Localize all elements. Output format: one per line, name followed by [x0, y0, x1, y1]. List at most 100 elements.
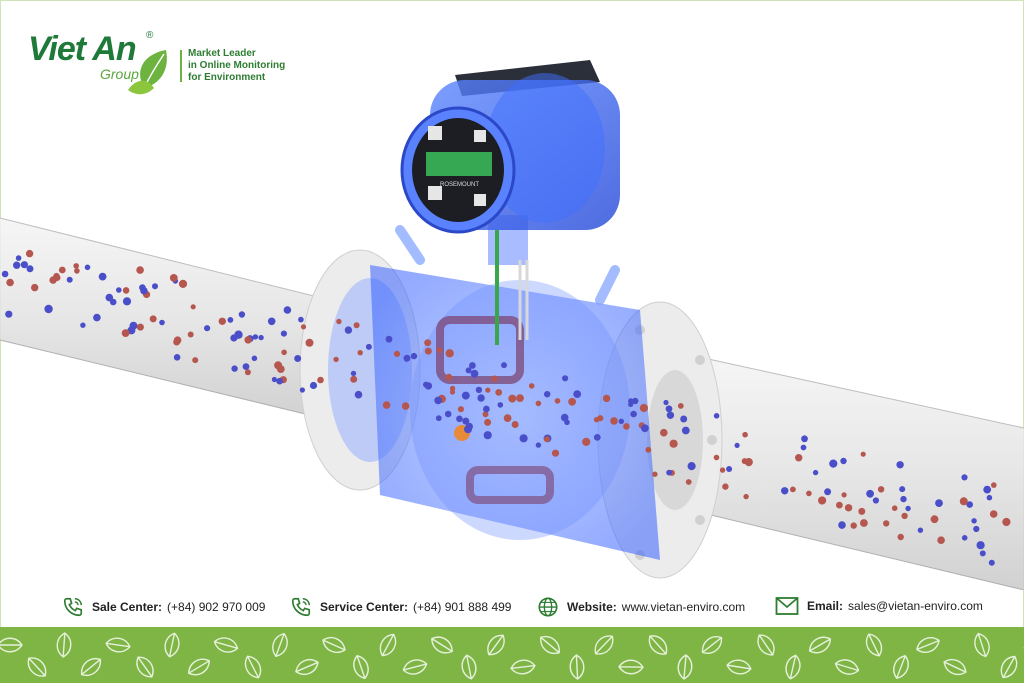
flow-particle: [401, 402, 410, 410]
flow-particle: [501, 362, 507, 369]
leaf-outline: [105, 637, 131, 653]
tagline-line-3: for Environment: [188, 72, 266, 83]
flow-particle: [790, 486, 796, 493]
flow-particle: [632, 397, 639, 405]
flow-particle: [645, 446, 652, 453]
flow-particle: [818, 496, 827, 505]
contact-value: www.vietan-enviro.com: [621, 600, 746, 614]
flow-particle: [901, 512, 908, 520]
flow-particle: [713, 413, 720, 419]
flow-particle: [900, 495, 907, 503]
flow-particle: [483, 431, 492, 440]
flow-particle: [353, 322, 360, 329]
flow-particle: [582, 437, 591, 446]
flow-particle: [300, 324, 307, 330]
flow-particle: [991, 482, 997, 488]
leaf-outline: [0, 637, 23, 653]
tagline: Market Leader in Online Monitoring for E…: [188, 48, 285, 84]
flow-particle: [593, 434, 601, 441]
flow-particle: [544, 436, 550, 443]
flow-particle: [734, 442, 740, 448]
flow-particle: [244, 336, 252, 344]
flow-particle: [1, 270, 9, 278]
leaf-outline: [540, 635, 560, 655]
leaf-outline: [379, 633, 397, 657]
leaf-outline: [785, 654, 801, 680]
contact-website[interactable]: Website: www.vietan-enviro.com: [537, 596, 745, 618]
flow-particle: [800, 444, 807, 451]
flow-particle: [860, 519, 868, 527]
flow-particle: [877, 486, 885, 493]
flow-particle: [491, 375, 498, 382]
flow-particle: [883, 520, 890, 527]
flow-particle: [15, 255, 22, 261]
flow-particle: [497, 402, 504, 408]
flow-particle: [812, 469, 819, 476]
flow-particle: [403, 354, 411, 362]
flow-particle: [122, 287, 130, 294]
leaf-outline: [834, 659, 860, 675]
contact-sale[interactable]: Sale Center: (+84) 902 970 009: [62, 596, 265, 618]
flow-particle: [899, 486, 906, 493]
flow-particle: [305, 338, 314, 347]
flow-particle: [66, 276, 73, 283]
flow-particle: [485, 387, 491, 393]
flow-particle: [281, 349, 287, 356]
flow-particle: [136, 266, 144, 274]
contact-label: Website:: [567, 600, 617, 614]
flow-particle: [666, 411, 675, 419]
flow-particle: [382, 401, 391, 409]
flow-particle: [445, 373, 453, 381]
leaf-outline: [164, 632, 180, 658]
flow-particle: [475, 386, 483, 394]
flow-particle: [593, 417, 600, 423]
flow-particle: [508, 394, 517, 403]
flow-particle: [271, 376, 277, 383]
flow-particle: [317, 376, 324, 384]
flow-particle: [354, 390, 363, 399]
flow-particle: [959, 497, 968, 506]
flow-particle: [5, 310, 13, 318]
flow-particle: [252, 334, 259, 340]
flow-particle: [860, 451, 866, 457]
flow-particle: [639, 403, 649, 413]
contact-bar: Sale Center: (+84) 902 970 009 Service C…: [0, 590, 1024, 624]
flow-particle: [719, 467, 726, 473]
leaf-outline: [27, 657, 47, 677]
contact-label: Email:: [807, 599, 844, 613]
flow-particle: [726, 466, 733, 472]
flow-particle: [129, 321, 138, 330]
flow-particle: [435, 415, 442, 422]
leaf-outline: [569, 654, 585, 680]
leaf-outline: [893, 655, 909, 679]
flow-particle: [25, 249, 34, 258]
flow-particle: [663, 399, 669, 406]
flow-particle: [434, 396, 442, 405]
leaf-outline: [295, 659, 319, 675]
flow-particle: [53, 272, 60, 280]
flow-particle: [554, 398, 561, 404]
contact-email[interactable]: Email: sales@vietan-enviro.com: [775, 596, 983, 616]
flow-particle: [829, 459, 838, 468]
flow-particle: [743, 493, 749, 500]
flow-particle: [986, 494, 993, 501]
flow-particle: [535, 442, 542, 448]
flow-particle: [149, 315, 157, 323]
flow-particle: [152, 283, 158, 290]
flow-particle: [116, 287, 122, 293]
flow-particle: [511, 421, 519, 428]
contact-value: sales@vietan-enviro.com: [848, 599, 983, 613]
leaf-outline: [726, 659, 752, 675]
leaf-outline: [322, 637, 346, 653]
mail-icon: [775, 597, 799, 615]
leaf-outline: [510, 659, 536, 675]
flow-particle: [628, 401, 634, 407]
contact-service[interactable]: Service Center: (+84) 901 888 499: [290, 596, 511, 618]
flow-particle: [449, 389, 456, 395]
flow-particle: [680, 415, 688, 423]
leaf-outline: [701, 636, 723, 654]
flow-particle: [838, 521, 846, 529]
flow-particle: [973, 525, 980, 533]
flow-particle: [73, 263, 79, 269]
flow-particle: [560, 413, 569, 422]
